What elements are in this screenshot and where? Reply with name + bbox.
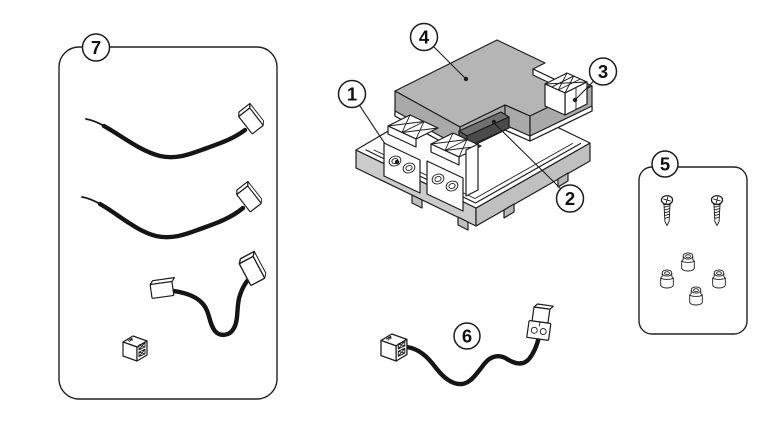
callout-number: 5 xyxy=(660,154,670,175)
callout-4: 4 xyxy=(409,22,469,82)
callout-number: 3 xyxy=(598,61,608,82)
leader-dot xyxy=(394,159,400,165)
grommet-icon xyxy=(712,269,726,289)
hardware-kit-panel-border xyxy=(638,166,748,335)
callout-number: 7 xyxy=(91,37,101,58)
grommet-icon xyxy=(689,286,703,306)
callout-7: 7 xyxy=(81,33,111,62)
grommet-icon xyxy=(660,269,674,289)
callout-number: 2 xyxy=(565,188,575,209)
plug-connector xyxy=(380,333,408,362)
leader-dot xyxy=(572,97,578,103)
callout-number: 4 xyxy=(419,27,430,48)
callout-5: 5 xyxy=(651,150,679,178)
power-cable-1 xyxy=(85,102,267,160)
plug-connector xyxy=(122,335,148,362)
connector-cable xyxy=(380,303,554,387)
cable-kit-panel xyxy=(58,46,278,400)
cable-end-connector xyxy=(149,277,176,299)
callout-1: 1 xyxy=(337,79,400,165)
jumper-cable xyxy=(149,250,269,337)
terminal-plug-connector xyxy=(526,303,554,341)
callout-number: 1 xyxy=(347,84,357,105)
terminal-block xyxy=(383,114,439,194)
callout-2: 2 xyxy=(491,119,585,213)
callout-number: 6 xyxy=(462,326,472,347)
cable-kit-panel-border xyxy=(58,46,278,400)
hardware-kit-panel xyxy=(638,166,748,335)
callout-6: 6 xyxy=(453,322,481,350)
leader-dot xyxy=(463,76,469,82)
tray-divider xyxy=(465,143,479,197)
power-cable-2 xyxy=(81,180,265,240)
grommet-icon xyxy=(681,252,695,272)
terminal-blocks xyxy=(383,114,482,212)
mounting-foot xyxy=(503,203,515,219)
mounting-foot xyxy=(457,216,469,231)
mounting-foot xyxy=(557,172,569,188)
callout-3: 3 xyxy=(572,57,618,103)
mounting-foot xyxy=(411,194,423,209)
callouts: 4 1 2 3 5 6 7 xyxy=(81,22,679,350)
leader-dot xyxy=(491,119,497,125)
